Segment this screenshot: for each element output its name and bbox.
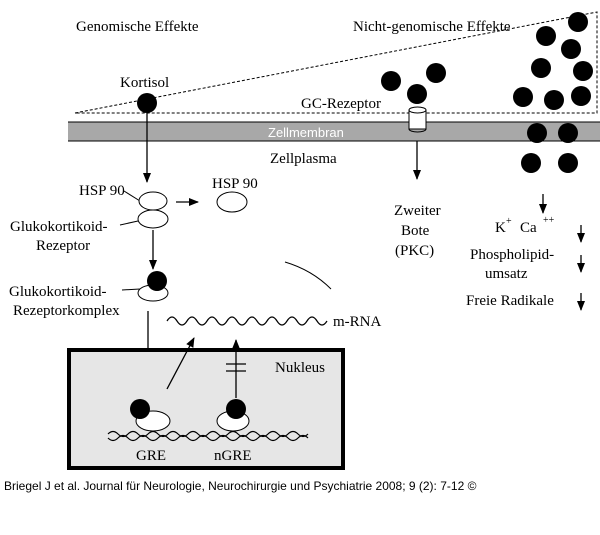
nongenomic-molecule	[568, 12, 588, 32]
ngre-cortisol	[226, 399, 246, 419]
gc-molecule-3	[407, 84, 427, 104]
ion-ca-charge: ++	[543, 215, 555, 226]
nongenomic-molecule	[573, 61, 593, 81]
nongenomic-molecule	[513, 87, 533, 107]
effects-wedge	[74, 11, 598, 114]
gk-receptor-shape	[137, 209, 169, 229]
nongenomic-molecule	[544, 90, 564, 110]
gre-label: GRE	[136, 448, 166, 464]
gc-molecule-2	[426, 63, 446, 83]
gc-receptor-cap-top	[408, 106, 427, 114]
membrane-molecule	[558, 123, 578, 143]
nongenomic-molecule	[531, 58, 551, 78]
mrna-label: m-RNA	[333, 314, 382, 330]
nongenomic-molecule	[536, 26, 556, 46]
nucleus-label: Nukleus	[275, 360, 325, 376]
gc-receptor-cap-bottom	[408, 128, 427, 133]
nongenomic-title: Nicht-genomische Effekte	[353, 19, 511, 35]
nongenomic-molecule	[561, 39, 581, 59]
nongenomic-molecule	[571, 86, 591, 106]
gk-complex-cortisol	[147, 271, 167, 291]
citation: Briegel J et al. Journal für Neurologie,…	[4, 479, 477, 493]
gk-complex-label-line1: Glukokortikoid-	[9, 284, 107, 300]
phospholipid-line1: Phospholipid-	[470, 247, 554, 263]
arrow-gre-to-mrna	[166, 337, 195, 390]
radicals-label: Freie Radikale	[466, 293, 554, 309]
ion-k-charge: +	[506, 216, 512, 227]
gk-complex-label-line2: Rezeptorkomplex	[13, 303, 120, 319]
dna-strand-2	[107, 434, 309, 442]
gc-receptor-label: GC-Rezeptor	[301, 96, 381, 112]
phospholipid-line2: umsatz	[485, 266, 528, 282]
hsp90-right-label: HSP 90	[212, 176, 258, 192]
second-messenger-line1: Zweiter	[394, 203, 441, 219]
gre-cortisol	[130, 399, 150, 419]
ion-ca-label: Ca	[520, 220, 537, 236]
gk-complex-pointer	[121, 288, 141, 291]
gk-receptor-label-line1: Glukokortikoid-	[10, 219, 108, 235]
zellplasma-label: Zellplasma	[270, 151, 337, 167]
hsp90-pointer	[123, 190, 141, 202]
cortisol-dot	[137, 93, 157, 113]
hsp90-free	[216, 191, 248, 213]
cell-membrane	[68, 122, 600, 141]
gk-receptor-label-line2: Rezeptor	[36, 238, 90, 254]
mrna-strand	[166, 316, 328, 326]
cytoplasm-curve	[284, 261, 332, 290]
kortisol-label: Kortisol	[120, 75, 169, 91]
hsp90-left-label: HSP 90	[79, 183, 125, 199]
membrane-molecule	[558, 153, 578, 173]
gk-receptor-pointer	[119, 220, 139, 226]
nucleus-box	[67, 348, 345, 470]
second-messenger-line3: (PKC)	[395, 243, 434, 259]
membrane-molecule	[521, 153, 541, 173]
membrane-label: Zellmembran	[268, 125, 344, 140]
hsp90-bound	[138, 191, 168, 211]
second-messenger-line2: Bote	[401, 223, 430, 239]
membrane-molecule	[527, 123, 547, 143]
ion-k-label: K	[495, 220, 506, 236]
genomic-title: Genomische Effekte	[76, 19, 199, 35]
ngre-label: nGRE	[214, 448, 252, 464]
gc-molecule-1	[381, 71, 401, 91]
